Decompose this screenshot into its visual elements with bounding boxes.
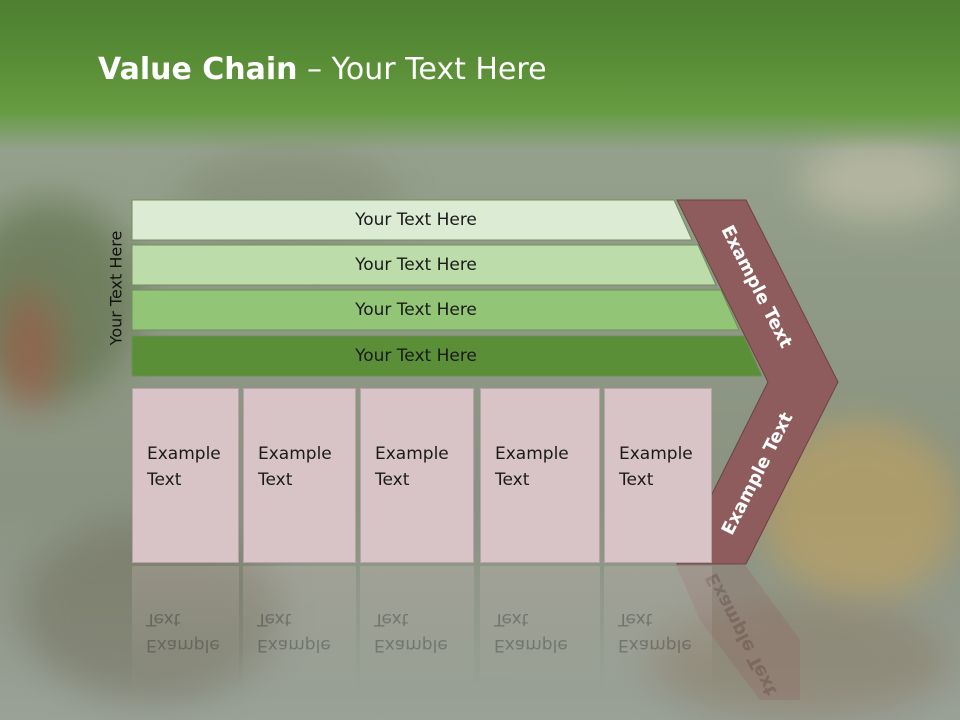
value-bar-label: Your Text Here bbox=[354, 210, 477, 230]
reflection-line-1: Example bbox=[494, 635, 568, 655]
box-line-2: Text bbox=[375, 470, 410, 490]
box-line-1: Example bbox=[147, 444, 221, 464]
reflection-text: Example Text bbox=[494, 606, 568, 658]
value-bar-label: Your Text Here bbox=[354, 255, 477, 275]
box-line-1: Example bbox=[375, 444, 449, 464]
value-bar-2 bbox=[131, 244, 717, 286]
activity-box-reflection: Example Text bbox=[243, 566, 356, 696]
reflection-line-2: Text bbox=[257, 609, 292, 629]
value-bar-label: Your Text Here bbox=[354, 300, 477, 320]
reflection-line-1: Example bbox=[374, 635, 448, 655]
box-line-1: Example bbox=[619, 444, 693, 464]
box-line-2: Text bbox=[147, 470, 182, 490]
reflection-line-2: Text bbox=[618, 609, 653, 629]
reflection-line-2: Text bbox=[146, 609, 181, 629]
activity-box-reflection: Example Text bbox=[360, 566, 474, 696]
box-line-2: Text bbox=[495, 470, 530, 490]
reflection-text: Example Text bbox=[618, 606, 692, 658]
reflection-line-1: Example bbox=[257, 635, 331, 655]
reflection-text: Example Text bbox=[146, 606, 220, 658]
chevron-reflection bbox=[676, 565, 800, 700]
reflection-line-1: Example bbox=[146, 635, 220, 655]
chevron-arrow bbox=[676, 199, 839, 565]
activity-box-reflection: Example Text bbox=[604, 566, 712, 696]
value-bar-3 bbox=[131, 289, 740, 331]
reflection-text: Example Text bbox=[374, 606, 448, 658]
slide-title: Value Chain – Your Text Here bbox=[98, 52, 547, 87]
activity-box-reflection: Example Text bbox=[132, 566, 239, 696]
reflection-line-2: Text bbox=[374, 609, 409, 629]
value-bar-label: Your Text Here bbox=[354, 346, 477, 366]
reflection-line-1: Example bbox=[618, 635, 692, 655]
title-bold: Value Chain bbox=[98, 52, 298, 87]
box-line-1: Example bbox=[495, 444, 569, 464]
activity-box-reflection: Example Text bbox=[480, 566, 600, 696]
header-band bbox=[0, 0, 960, 150]
title-rest: – Your Text Here bbox=[297, 52, 547, 87]
box-line-2: Text bbox=[619, 470, 654, 490]
reflection-text: Example Text bbox=[257, 606, 331, 658]
reflection-line-2: Text bbox=[494, 609, 529, 629]
value-bar-4 bbox=[131, 335, 763, 377]
box-line-1: Example bbox=[258, 444, 332, 464]
box-line-2: Text bbox=[258, 470, 293, 490]
value-bar-1 bbox=[131, 199, 693, 241]
